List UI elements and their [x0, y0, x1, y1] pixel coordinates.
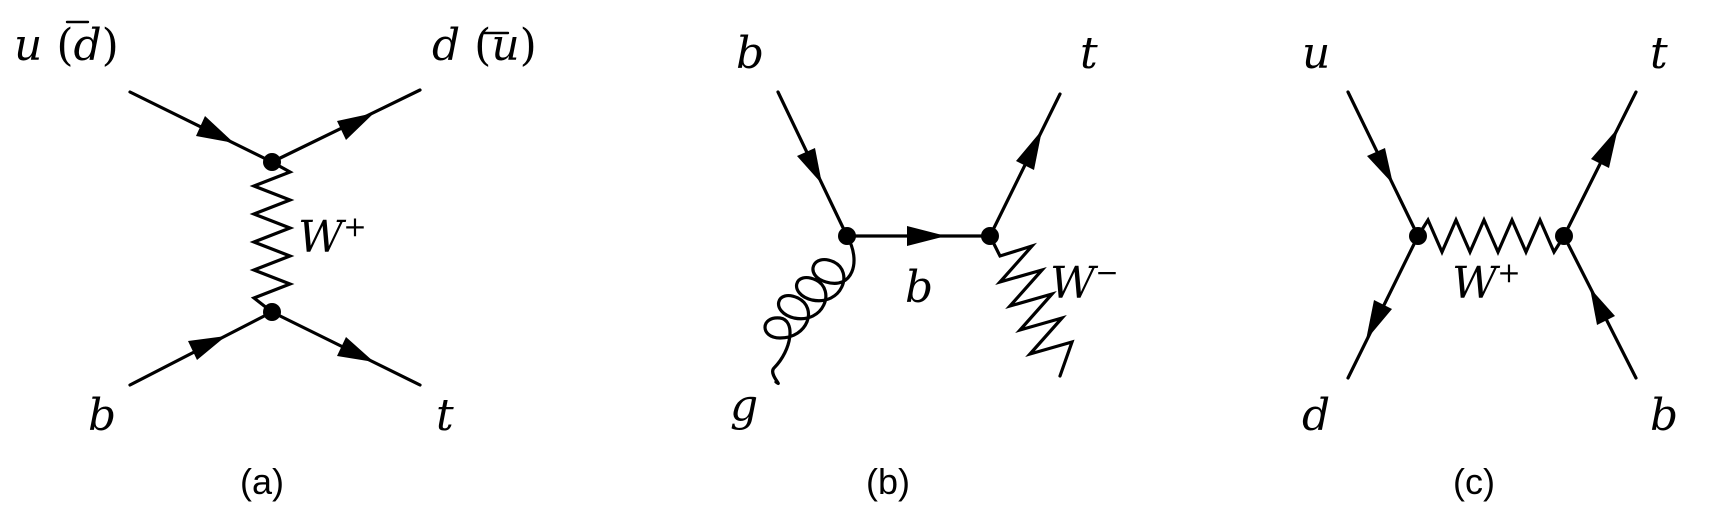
- diagram-c-caption: (c): [1453, 461, 1495, 502]
- diagram-b-label-top-left: b: [736, 28, 764, 79]
- diagram-b-arrow-b: [797, 148, 822, 184]
- diagram-a-caption: (a): [240, 461, 284, 502]
- diagram-a-label-bottom-left: b: [88, 390, 116, 441]
- diagram-c-arrow-b: [1590, 288, 1615, 325]
- diagram-b-arrow-propagator: [907, 226, 946, 246]
- diagram-b-vertex-left: [838, 227, 856, 245]
- diagram-b-w-boson-line: [988, 234, 1075, 378]
- diagram-c-arrow-u: [1367, 148, 1393, 184]
- diagram-c-label-bottom-left: d: [1302, 390, 1330, 441]
- diagram-c-label-top-right: t: [1650, 28, 1668, 79]
- diagram-a-arrow-t: [337, 337, 374, 362]
- diagram-a-w-boson-line: [249, 160, 295, 314]
- diagram-c-vertex-right: [1555, 227, 1573, 245]
- diagram-b-vertex-right: [981, 227, 999, 245]
- diagram-c-label-top-left: u: [1302, 28, 1330, 79]
- diagram-c-label-bottom-right: b: [1650, 390, 1678, 441]
- diagram-a-vertex-top: [263, 153, 281, 171]
- diagram-a-label-top-left: u (d): [14, 20, 119, 71]
- diagram-c-arrow-d: [1366, 300, 1392, 340]
- diagram-a-arrow-b: [188, 336, 226, 360]
- diagram-b: b t b W− g (b): [730, 28, 1119, 502]
- diagram-c-w-boson-line: [1416, 216, 1566, 256]
- diagram-a-label-top-right: d (u): [432, 20, 537, 71]
- diagram-c-label-w: W+: [1452, 256, 1521, 309]
- diagram-c-outgoing-t-line: [1562, 90, 1638, 238]
- diagram-b-caption: (b): [866, 461, 910, 502]
- diagram-a-vertex-bottom: [263, 303, 281, 321]
- diagram-b-label-top-right: t: [1080, 28, 1098, 79]
- diagram-b-label-w: W−: [1050, 256, 1119, 309]
- diagram-a: u (d) d (u) W+ b t (a): [14, 20, 537, 502]
- diagram-b-gluon-line: [763, 234, 856, 385]
- diagram-a-label-w: W+: [298, 210, 367, 263]
- diagram-b-label-propagator: b: [905, 262, 933, 313]
- diagram-a-label-bottom-right: t: [436, 390, 454, 441]
- diagram-c-vertex-left: [1409, 227, 1427, 245]
- diagram-b-arrow-t: [1016, 130, 1042, 170]
- diagram-c-arrow-t: [1591, 128, 1618, 168]
- diagram-a-arrow-u: [196, 116, 234, 143]
- diagram-a-arrow-d: [337, 113, 374, 140]
- diagram-b-label-bottom-left: g: [730, 380, 758, 431]
- diagram-c: u t W+ d b (c): [1302, 28, 1678, 502]
